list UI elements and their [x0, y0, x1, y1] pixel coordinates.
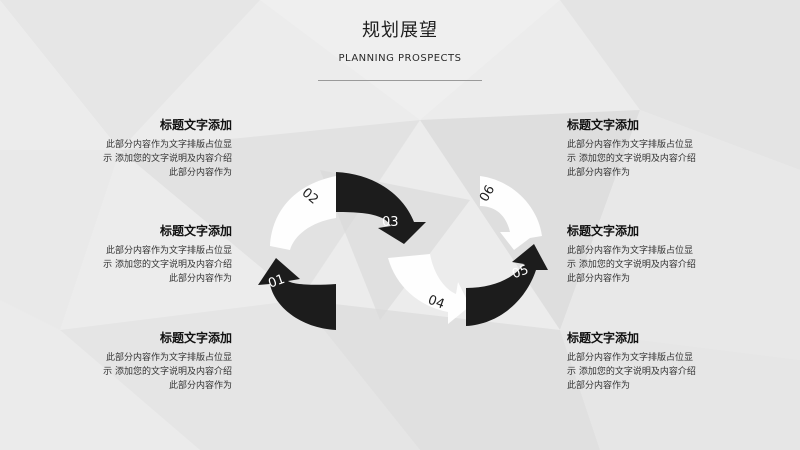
arrow-segment-05: [466, 244, 548, 326]
block-line: 示 添加您的文字说明及内容介绍: [567, 367, 696, 377]
block-line: 此部分内容作为: [168, 274, 232, 284]
step-label-04: 04: [426, 293, 447, 313]
arrow-segment-03: [336, 172, 426, 244]
block-title: 标题文字添加: [567, 331, 640, 345]
text-block-left-bottom: 标题文字添加 此部分内容作为文字排版占位显 示 添加您的文字说明及内容介绍 此部…: [82, 329, 232, 393]
block-line: 此部分内容作为文字排版占位显: [105, 140, 232, 150]
block-line: 此部分内容作为文字排版占位显: [567, 353, 694, 363]
text-block-left-middle: 标题文字添加 此部分内容作为文字排版占位显 示 添加您的文字说明及内容介绍 此部…: [82, 222, 232, 286]
block-line: 此部分内容作为: [567, 274, 631, 284]
block-line: 示 添加您的文字说明及内容介绍: [103, 260, 232, 270]
block-title: 标题文字添加: [159, 118, 232, 132]
block-title: 标题文字添加: [567, 224, 640, 238]
title-divider: [318, 80, 482, 81]
block-line: 此部分内容作为: [567, 168, 631, 178]
block-line: 此部分内容作为: [567, 381, 631, 391]
arrow-segment-06: [480, 176, 542, 250]
block-title: 标题文字添加: [159, 224, 232, 238]
step-label-05: 05: [510, 262, 531, 282]
step-label-01: 01: [266, 272, 287, 292]
block-line: 此部分内容作为文字排版占位显: [105, 246, 232, 256]
block-line: 示 添加您的文字说明及内容介绍: [567, 154, 696, 164]
step-label-06: 06: [477, 183, 498, 205]
arrow-segment-02: [270, 176, 336, 250]
text-block-right-bottom: 标题文字添加 此部分内容作为文字排版占位显 示 添加您的文字说明及内容介绍 此部…: [567, 329, 717, 393]
block-line: 此部分内容作为文字排版占位显: [105, 353, 232, 363]
page-title: 规划展望: [362, 20, 438, 41]
block-line: 示 添加您的文字说明及内容介绍: [103, 154, 232, 164]
block-title: 标题文字添加: [567, 118, 640, 132]
arrow-segment-01: [258, 258, 336, 330]
block-line: 示 添加您的文字说明及内容介绍: [567, 260, 696, 270]
block-line: 示 添加您的文字说明及内容介绍: [103, 367, 232, 377]
block-title: 标题文字添加: [159, 331, 232, 345]
arrow-segment-04: [388, 254, 470, 324]
block-line: 此部分内容作为文字排版占位显: [567, 140, 694, 150]
text-block-right-top: 标题文字添加 此部分内容作为文字排版占位显 示 添加您的文字说明及内容介绍 此部…: [567, 116, 717, 180]
block-line: 此部分内容作为文字排版占位显: [567, 246, 694, 256]
page-subtitle: PLANNING PROSPECTS: [338, 53, 462, 64]
block-line: 此部分内容作为: [168, 168, 232, 178]
block-line: 此部分内容作为: [168, 381, 232, 391]
text-block-left-top: 标题文字添加 此部分内容作为文字排版占位显 示 添加您的文字说明及内容介绍 此部…: [82, 116, 232, 180]
text-block-right-middle: 标题文字添加 此部分内容作为文字排版占位显 示 添加您的文字说明及内容介绍 此部…: [567, 222, 717, 286]
step-label-03: 03: [382, 215, 399, 230]
